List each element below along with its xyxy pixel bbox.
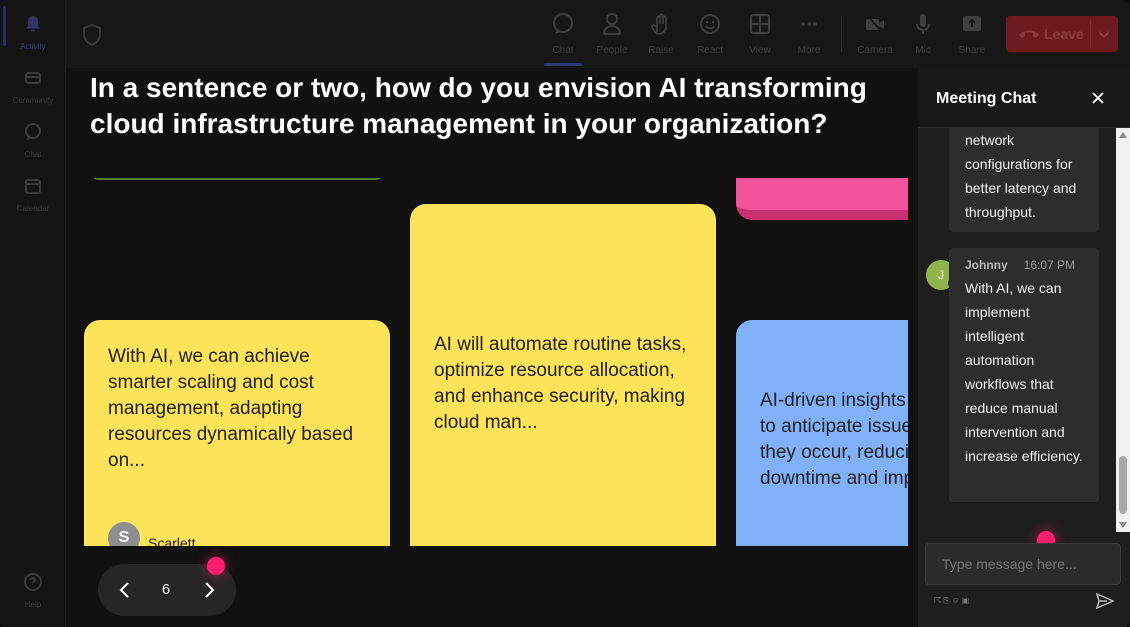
bell-icon <box>26 16 40 32</box>
pointer-indicator <box>207 557 225 575</box>
rail-item-label: Calendar <box>16 204 50 213</box>
gif-icon[interactable]: ▣ <box>961 596 972 605</box>
toolbar-view-button[interactable]: View <box>737 10 783 62</box>
page-number: 6 <box>161 581 171 598</box>
toolbar-mic-button[interactable]: Mic <box>900 10 946 62</box>
raise-hand-icon <box>651 13 667 35</box>
rail-item-chat[interactable]: Chat <box>0 114 66 166</box>
shield-icon[interactable] <box>82 24 102 46</box>
chat-message: Johnny 16:07 PM With AI, we can implement… <box>949 248 1099 502</box>
card-text: With AI, we can achieve smarter scaling … <box>108 346 354 471</box>
toolbar-chat-button[interactable]: Chat <box>540 10 586 66</box>
react-icon <box>700 14 720 34</box>
idea-card[interactable]: With AI, we can achieve smarter scaling … <box>84 320 390 546</box>
people-icon <box>602 13 622 35</box>
scroll-up-arrow[interactable] <box>1119 132 1127 138</box>
rail-item-label: Help <box>24 600 42 609</box>
phone-hangup-icon <box>1019 30 1039 38</box>
chat-message: network configurations for better latenc… <box>949 128 1099 232</box>
camera-off-icon <box>866 14 884 34</box>
leave-divider <box>1090 20 1091 48</box>
rail-item-activity[interactable]: Activity <box>0 6 66 58</box>
rail-item-label: Community <box>12 96 54 105</box>
format-icon[interactable]: ☈ <box>934 596 944 605</box>
more-icon <box>801 22 817 26</box>
message-time: 16:07 PM <box>1023 258 1076 272</box>
presentation-area: In a sentence or two, how do you envisio… <box>66 68 918 627</box>
card-text: AI-driven insights will allow us to anti… <box>760 390 908 489</box>
toolbar-camera-button[interactable]: Camera <box>852 10 898 62</box>
leave-button[interactable]: Leave <box>1006 16 1118 52</box>
toolbar-button-label: More <box>797 45 821 56</box>
card-author: Scarlett <box>148 535 196 546</box>
attach-icon[interactable]: ⎘ <box>943 596 952 605</box>
rail-active-indicator <box>3 6 6 46</box>
view-icon <box>750 14 770 34</box>
idea-board: With AI, we can achieve smarter scaling … <box>84 178 908 546</box>
scroll-down-arrow[interactable] <box>1119 522 1127 528</box>
format-toolbar[interactable]: ☈⎘☺▣ <box>934 596 971 606</box>
rail-item-label: Activity <box>20 42 46 51</box>
chevron-right-icon[interactable] <box>198 578 220 602</box>
card-edge <box>92 178 382 180</box>
chevron-left-icon[interactable] <box>114 578 136 602</box>
toolbar-react-button[interactable]: React <box>687 10 733 62</box>
toolbar-button-label: People <box>596 45 628 56</box>
community-icon <box>25 72 41 84</box>
message-sender: Johnny <box>965 258 1008 272</box>
help-icon <box>24 573 42 591</box>
question-title: In a sentence or two, how do you envisio… <box>90 72 867 139</box>
toolbar-raise-button[interactable]: Raise <box>638 10 684 62</box>
card-text: AI will automate routine tasks, optimize… <box>434 334 687 433</box>
chat-icon <box>553 13 573 34</box>
toolbar-button-label: Raise <box>648 45 674 56</box>
toolbar-button-label: React <box>696 45 724 56</box>
avatar: S <box>108 522 140 546</box>
emoji-icon[interactable]: ☺ <box>951 596 962 605</box>
scroll-thumb[interactable] <box>1119 456 1127 514</box>
chevron-down-icon[interactable] <box>1096 26 1112 42</box>
rail-item-community[interactable]: Community <box>0 60 66 112</box>
chat-icon <box>25 123 41 140</box>
chat-scrollbar[interactable] <box>1116 128 1130 532</box>
idea-card[interactable]: AI-driven insights will allow us to anti… <box>736 320 908 546</box>
toolbar-button-label: View <box>749 45 771 56</box>
send-icon[interactable] <box>1096 592 1114 610</box>
meeting-chat-panel: Meeting Chat network configurations for … <box>918 68 1130 627</box>
message-text: network configurations for better latenc… <box>965 132 1077 220</box>
close-icon[interactable] <box>1090 90 1106 106</box>
message-text: With AI, we can implement intelligent au… <box>965 280 1083 464</box>
chat-messages[interactable]: network configurations for better latenc… <box>918 128 1116 532</box>
toolbar-button-label: Mic <box>915 45 931 56</box>
idea-card[interactable] <box>736 178 908 220</box>
chat-title: Meeting Chat <box>936 90 1037 107</box>
left-rail: Activity Community Chat Calendar Help <box>0 0 66 627</box>
mic-icon <box>916 14 930 34</box>
message-meta: Johnny 16:07 PM <box>965 256 1083 274</box>
toolbar-button-label: Camera <box>857 45 893 56</box>
toolbar-divider <box>841 16 842 52</box>
rail-item-calendar[interactable]: Calendar <box>0 168 66 220</box>
rail-item-help[interactable]: Help <box>0 564 66 616</box>
toolbar-more-button[interactable]: More <box>786 10 832 62</box>
toolbar-button-label: Share <box>958 45 986 56</box>
toolbar-share-button[interactable]: Share <box>949 10 995 62</box>
rail-item-label: Chat <box>24 150 42 159</box>
toolbar-people-button[interactable]: People <box>589 10 635 62</box>
idea-card[interactable]: AI will automate routine tasks, optimize… <box>410 204 716 546</box>
leave-label: Leave <box>1044 26 1084 42</box>
chat-header: Meeting Chat <box>918 68 1130 128</box>
toolbar-button-label: Chat <box>552 45 574 56</box>
calendar-icon <box>25 179 41 194</box>
share-icon <box>963 16 981 31</box>
chat-message-input[interactable] <box>925 543 1121 585</box>
meeting-toolbar: Chat People Raise React View More Camera <box>66 0 1130 68</box>
